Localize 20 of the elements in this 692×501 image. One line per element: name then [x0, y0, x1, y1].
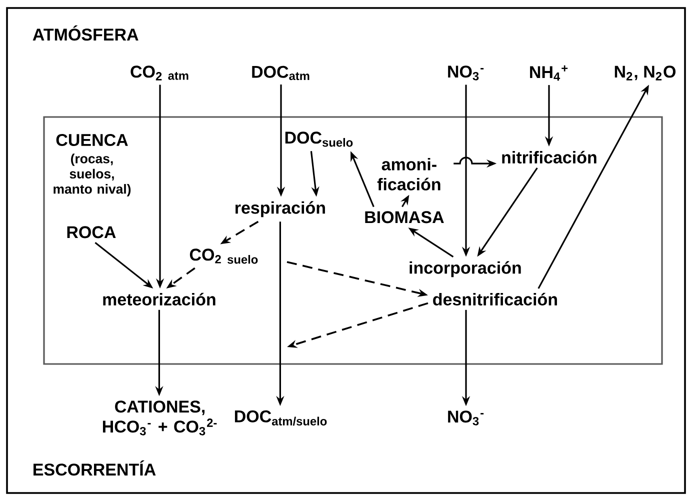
region-label: ESCORRENTÍA: [34, 460, 156, 476]
species-label: CO$_{2 atm}$: [130, 66, 188, 80]
process-label: meteorización: [103, 292, 216, 306]
process-label: amoni- ficación: [377, 158, 440, 190]
pool-label: CO$_{2 suelo}$: [190, 248, 258, 264]
species-label: NO$_{3}$-: [448, 66, 484, 80]
pool-label: ROCA: [67, 226, 116, 238]
pool-label: BIOMASA: [365, 211, 444, 224]
species-label: NO$_{3}$-: [448, 410, 484, 426]
species-label: N$_{2}$, N$_{2}$O: [614, 66, 676, 80]
species-label: DOC$_{atm}$: [252, 66, 310, 80]
process-label: incorporación: [410, 261, 521, 278]
process-label: desnitrificación: [433, 292, 557, 306]
pool-label: DOC$_{suelo}$: [285, 132, 353, 147]
species-label: NH$_{4}$+: [530, 65, 568, 81]
process-label: nitrificación: [502, 150, 596, 164]
species-label: CATIONES, HCO$_{3}$$^{-}$ + CO$_{3}$2-: [102, 400, 217, 436]
process-label: respiración: [236, 201, 325, 218]
region-label: ATMÓSFERA: [32, 25, 138, 41]
species-label: DOC$_{atm/suelo}$: [234, 410, 327, 426]
